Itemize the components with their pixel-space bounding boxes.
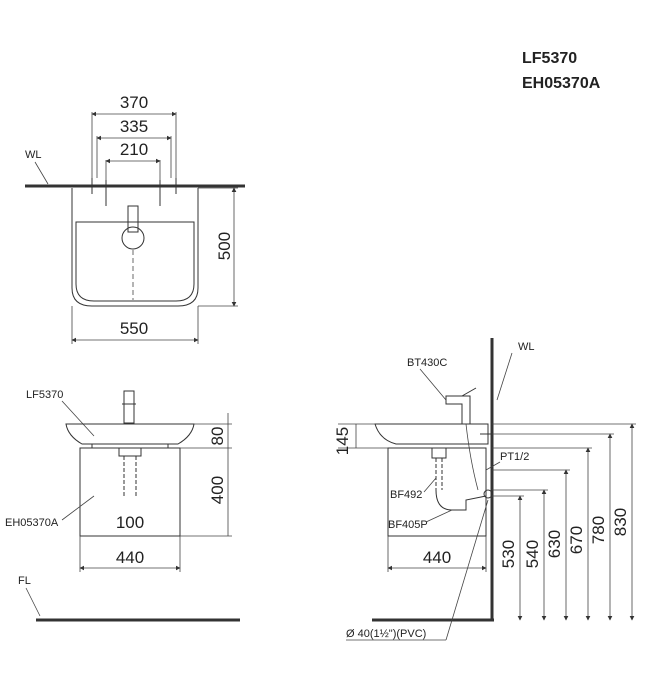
dim-500: 500 — [215, 232, 234, 260]
side-wall-leader — [496, 352, 513, 401]
pipe-spec-label: Ø 40(1½")(PVC) — [346, 628, 426, 640]
side-faucet — [445, 395, 471, 425]
model-sink-title: LF5370 — [522, 50, 577, 67]
floor-leader — [25, 587, 41, 617]
front-basin — [65, 423, 195, 445]
front-drain — [118, 447, 142, 457]
dim-670: 670 — [567, 526, 586, 554]
dim-100: 100 — [116, 513, 144, 532]
faucet-label: BT430C — [407, 357, 447, 369]
model-cabinet-title: EH05370A — [522, 75, 601, 92]
drain-hole — [121, 226, 145, 250]
dim-440-side: 440 — [423, 548, 451, 567]
dim-210: 210 — [120, 140, 148, 159]
pipe-spec-leader — [445, 499, 489, 641]
mounting-bolts — [91, 178, 177, 206]
dim-335: 335 — [120, 117, 148, 136]
dim-630: 630 — [545, 530, 564, 558]
pipe-label: PT1/2 — [500, 451, 529, 463]
basin-bowl — [75, 221, 195, 302]
top-wall-leader — [34, 161, 49, 185]
side-hose — [465, 423, 479, 491]
trap-label: BF405P — [388, 519, 428, 531]
dim-400: 400 — [208, 476, 227, 504]
dim-80: 80 — [208, 427, 227, 446]
front-cabinet-label: EH05370A — [5, 517, 59, 529]
dim-540: 540 — [523, 540, 542, 568]
faucet-top — [127, 205, 139, 233]
basin-outline — [71, 188, 199, 307]
front-faucet — [123, 390, 135, 424]
front-pipe — [123, 456, 137, 496]
front-cabinet — [79, 447, 181, 537]
dim-370: 370 — [120, 93, 148, 112]
side-basin — [374, 423, 489, 445]
header: LF5370 EH05370A — [522, 50, 601, 92]
dim-830: 830 — [611, 508, 630, 536]
top-view: WL 370 335 210 500 — [25, 93, 245, 344]
side-trap — [435, 489, 487, 511]
dim-145: 145 — [333, 427, 352, 455]
drain-label: BF492 — [390, 489, 422, 501]
dim-780: 780 — [589, 516, 608, 544]
front-sink-leader — [61, 400, 95, 437]
dim-440-front: 440 — [116, 548, 144, 567]
side-wall-label: WL — [518, 341, 535, 353]
faucet-leader — [419, 368, 447, 401]
dim-550: 550 — [120, 319, 148, 338]
front-view: LF5370 100 EH05370A 80 400 440 FL — [5, 389, 240, 622]
front-cabinet-leader — [61, 495, 95, 521]
side-view: WL BT430C PT1/2 BF492 BF405P 145 — [333, 338, 636, 641]
dim-530: 530 — [499, 540, 518, 568]
height-dims — [492, 423, 636, 621]
front-sink-label: LF5370 — [26, 389, 63, 401]
side-drain — [431, 447, 447, 459]
floor-label: FL — [18, 575, 31, 587]
top-wall-label: WL — [25, 149, 42, 161]
